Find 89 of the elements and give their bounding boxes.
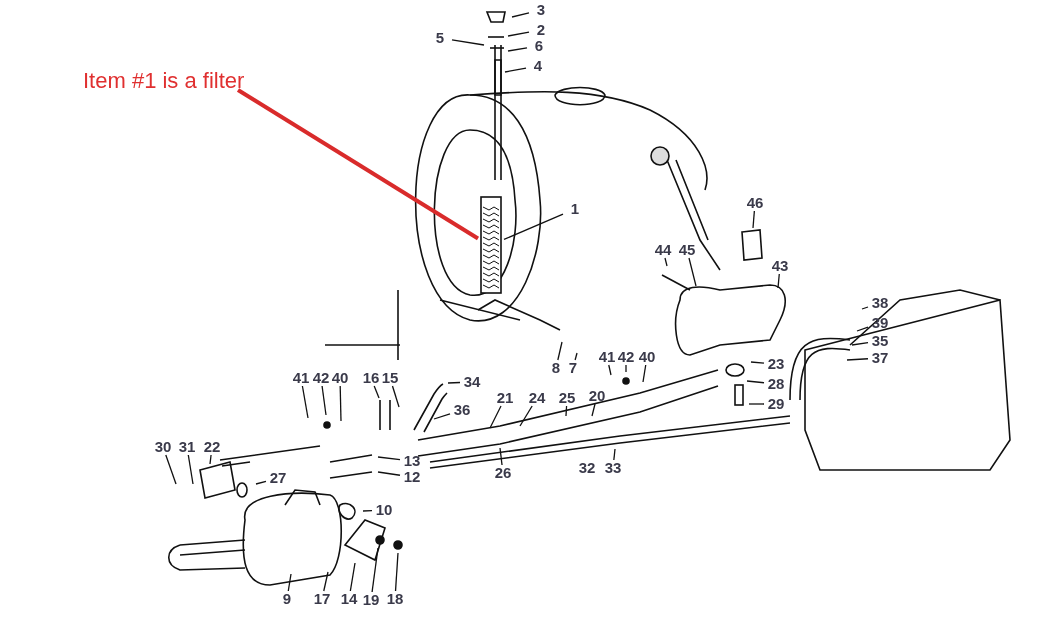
callout-number: 30 [151,439,175,455]
callout-number: 18 [383,591,407,607]
callout-number: 23 [764,356,788,372]
leader-line [394,552,399,592]
leader-line [777,273,780,289]
leader-line [613,448,616,461]
callout-number: 39 [868,315,892,331]
callout-number: 35 [868,333,892,349]
callout-number: 25 [555,390,579,406]
callout-number: 28 [764,376,788,392]
callout-number: 3 [529,2,553,18]
leader-line [625,364,627,373]
leader-line [339,385,342,422]
callout-number: 9 [275,591,299,607]
leader-line [209,454,212,465]
leader-line [447,381,461,384]
callout-number: 13 [400,453,424,469]
callout-number: 27 [266,470,290,486]
leader-line [391,385,400,408]
callout-number: 32 [577,460,597,476]
leader-line [688,257,697,287]
filter-drawing [478,195,504,295]
leader-line [507,47,528,52]
callout-number: 17 [310,591,334,607]
callout-number: 26 [491,465,515,481]
note-text: Item #1 is a filter [83,68,245,94]
leader-line [504,67,527,73]
callout-number: 38 [868,295,892,311]
leader-line [255,480,267,485]
leader-line [323,571,329,592]
leader-line [321,385,327,416]
callout-number: 29 [764,396,788,412]
leader-line [373,385,380,399]
callout-number: 20 [585,388,609,404]
leader-line [377,456,401,461]
leader-line [846,358,869,361]
callout-number: 33 [601,460,625,476]
leader-line [362,509,373,512]
callout-number: 19 [359,592,383,608]
callout-number: 31 [175,439,199,455]
leader-line [377,471,401,476]
leader-line [574,352,578,361]
leader-line [349,562,356,592]
leader-line [746,380,765,384]
callout-number: 24 [525,390,549,406]
leader-line [856,326,869,332]
leader-line [511,12,530,18]
leader-line [748,403,765,405]
callout-number: 14 [337,591,361,607]
callout-number: 5 [428,30,452,46]
leader-line [851,342,869,346]
callout-number: 40 [635,349,659,365]
callout-number: 2 [529,22,553,38]
leader-line [371,547,379,593]
leader-line [165,454,177,485]
leader-line [750,361,765,364]
callout-number: 43 [768,258,792,274]
callout-number: 36 [450,402,474,418]
leader-line [451,39,485,46]
callout-number: 22 [200,439,224,455]
leader-line [503,213,564,241]
leader-line [608,364,612,376]
leader-line [507,31,530,37]
callout-number: 45 [675,242,699,258]
callout-number: 4 [526,58,550,74]
callout-number: 44 [651,242,675,258]
leader-line [752,210,755,229]
leader-line [861,306,869,310]
leader-line [565,405,568,417]
leader-line [591,403,596,417]
leader-line [557,341,563,361]
leader-line [433,413,451,420]
leader-line [664,257,668,267]
leader-line [489,405,502,429]
leader-line [499,447,503,466]
callout-number: 34 [460,374,484,390]
callout-number: 10 [372,502,396,518]
callout-number: 1 [563,201,587,217]
callout-number: 21 [493,390,517,406]
leader-line [236,88,480,241]
leader-line [287,573,292,592]
callout-number: 12 [400,469,424,485]
callout-number: 6 [527,38,551,54]
leader-line [301,385,309,419]
callout-number: 46 [743,195,767,211]
leader-line [187,454,194,485]
leader-line [519,405,533,427]
leader-line [642,364,647,383]
callout-number: 37 [868,350,892,366]
